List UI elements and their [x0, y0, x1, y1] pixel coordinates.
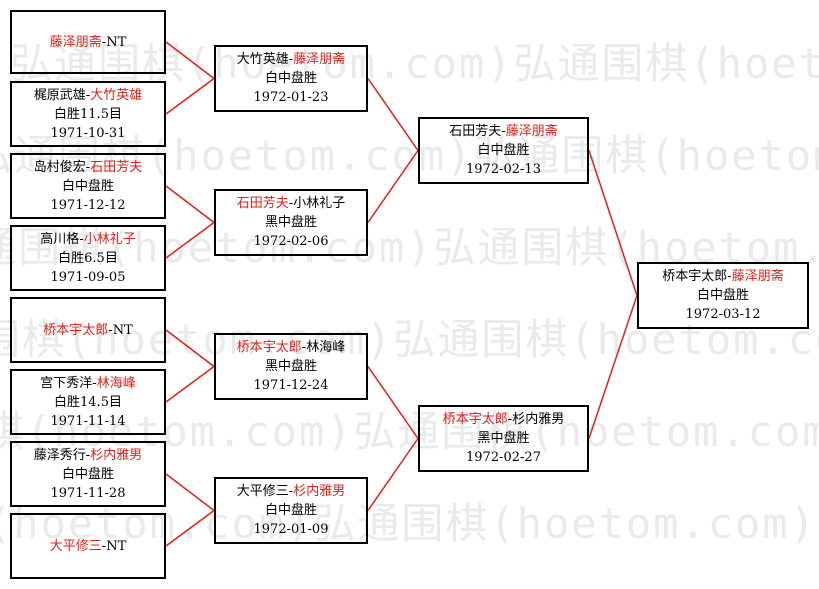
player-a: 桥本宇太郎 [662, 269, 728, 284]
match-result: 白中盘胜 [264, 503, 317, 518]
match-result: 白中盘胜 [264, 71, 317, 86]
player-b: 大竹英雄 [90, 87, 143, 103]
player-a: 石田芳夫 [449, 124, 502, 139]
match-date: 1971-12-24 [253, 378, 329, 393]
match-box-r1-8: 大平修三-NT [10, 513, 166, 579]
connector-line-9 [367, 78, 419, 151]
match-result: 白胜6.5目 [58, 250, 118, 266]
players-line: 藤泽朋斋-NT [49, 34, 127, 50]
connector-line-5 [165, 329, 215, 368]
connector-line-8 [165, 509, 215, 547]
player-b: 杉内雅男 [293, 484, 346, 499]
players-line: 桥本宇太郎-藤泽朋斋 [662, 269, 784, 284]
player-a: 桥本宇太郎 [236, 340, 302, 355]
player-b: 林海峰 [96, 375, 136, 391]
connector-line-10 [367, 150, 419, 223]
match-box-r1-3: 岛村俊宏-石田芳夫 白中盘胜 1971-12-12 [10, 153, 166, 219]
connector-line-2 [165, 77, 215, 115]
players-line: 大平修三-杉内雅男 [236, 484, 346, 499]
player-a: 宫下秀洋 [40, 375, 93, 391]
players-line: 梶原武雄-大竹英雄 [33, 87, 143, 103]
match-date: 1972-03-12 [685, 307, 761, 322]
player-b: 藤泽朋斋 [731, 269, 784, 284]
match-result: 白中盘胜 [61, 178, 114, 194]
player-a: 石田芳夫 [236, 196, 289, 211]
match-box-r2-4: 大平修三-杉内雅男 白中盘胜 1972-01-09 [214, 477, 368, 544]
match-date: 1971-09-05 [50, 269, 126, 285]
connector-line-4 [165, 221, 215, 259]
match-box-r1-2: 梶原武雄-大竹英雄 白胜11.5目 1971-10-31 [10, 81, 166, 147]
match-box-final: 桥本宇太郎-藤泽朋斋 白中盘胜 1972-03-12 [637, 262, 809, 329]
player-b: NT [112, 322, 133, 338]
players-line: 高川格-小林礼子 [40, 231, 136, 247]
match-date: 1972-02-27 [466, 450, 541, 465]
connector-line-14 [588, 295, 638, 439]
match-date: 1971-11-28 [50, 485, 126, 501]
players-line: 大平修三-NT [49, 538, 127, 554]
match-date: 1971-12-12 [50, 197, 126, 213]
player-a: 岛村俊宏 [33, 159, 86, 175]
match-box-r1-4: 高川格-小林礼子 白胜6.5目 1971-09-05 [10, 225, 166, 291]
match-result: 白中盘胜 [477, 143, 530, 158]
player-a: 大平修三 [236, 484, 289, 499]
player-a: 大竹英雄 [236, 52, 289, 67]
match-box-r3-1: 石田芳夫-藤泽朋斋 白中盘胜 1972-02-13 [418, 117, 589, 184]
match-result: 白中盘胜 [696, 288, 749, 303]
connector-line-7 [165, 473, 215, 512]
player-b: 杉内雅男 [512, 412, 565, 427]
match-box-r1-1: 藤泽朋斋-NT [10, 10, 166, 74]
player-b: 藤泽朋斋 [293, 52, 346, 67]
match-date: 1971-11-14 [50, 413, 126, 429]
match-result: 黑中盘胜 [264, 359, 317, 374]
players-line: 石田芳夫-藤泽朋斋 [449, 124, 558, 139]
match-date: 1971-10-31 [50, 125, 126, 141]
players-line: 石田芳夫-小林礼子 [236, 196, 346, 211]
connector-line-12 [367, 438, 419, 511]
match-box-r2-2: 石田芳夫-小林礼子 黑中盘胜 1972-02-06 [214, 189, 368, 256]
connector-line-6 [165, 365, 215, 403]
player-a: 大平修三 [49, 538, 102, 554]
match-result: 白中盘胜 [61, 466, 114, 482]
match-result: 黑中盘胜 [264, 215, 317, 230]
players-line: 藤泽秀行-杉内雅男 [33, 447, 143, 463]
connector-line-11 [367, 366, 419, 439]
match-result: 黑中盘胜 [477, 431, 530, 446]
players-line: 桥本宇太郎-杉内雅男 [442, 412, 565, 427]
match-box-r1-7: 藤泽秀行-杉内雅男 白中盘胜 1971-11-28 [10, 441, 166, 507]
connector-line-1 [165, 41, 215, 80]
player-b: NT [106, 34, 127, 50]
connector-line-3 [165, 185, 215, 224]
player-b: 小林礼子 [293, 196, 346, 211]
player-b: 藤泽朋斋 [505, 124, 558, 139]
player-a: 高川格 [40, 231, 80, 247]
player-b: NT [106, 538, 127, 554]
players-line: 桥本宇太郎-NT [43, 322, 133, 338]
match-date: 1972-02-13 [466, 162, 541, 177]
player-a: 梶原武雄 [33, 87, 86, 103]
player-b: 石田芳夫 [90, 159, 143, 175]
connector-line-13 [588, 150, 638, 296]
players-line: 宫下秀洋-林海峰 [40, 375, 136, 391]
match-box-r2-3: 桥本宇太郎-林海峰 黑中盘胜 1971-12-24 [214, 333, 368, 400]
match-box-r2-1: 大竹英雄-藤泽朋斋 白中盘胜 1972-01-23 [214, 45, 368, 112]
players-line: 大竹英雄-藤泽朋斋 [236, 52, 346, 67]
match-date: 1972-02-06 [253, 234, 329, 249]
match-result: 白胜11.5目 [54, 106, 122, 122]
players-line: 桥本宇太郎-林海峰 [236, 340, 346, 355]
match-date: 1972-01-23 [253, 90, 329, 105]
match-date: 1972-01-09 [253, 522, 329, 537]
player-b: 杉内雅男 [90, 447, 143, 463]
match-box-r1-5: 桥本宇太郎-NT [10, 297, 166, 363]
player-a: 桥本宇太郎 [442, 412, 508, 427]
player-a: 桥本宇太郎 [43, 322, 109, 338]
player-a: 藤泽朋斋 [49, 34, 102, 50]
match-box-r1-6: 宫下秀洋-林海峰 白胜14.5目 1971-11-14 [10, 369, 166, 435]
player-b: 小林礼子 [83, 231, 136, 247]
match-box-r3-2: 桥本宇太郎-杉内雅男 黑中盘胜 1972-02-27 [418, 405, 589, 472]
players-line: 岛村俊宏-石田芳夫 [33, 159, 143, 175]
player-a: 藤泽秀行 [33, 447, 86, 463]
match-result: 白胜14.5目 [54, 394, 122, 410]
player-b: 林海峰 [306, 340, 346, 355]
